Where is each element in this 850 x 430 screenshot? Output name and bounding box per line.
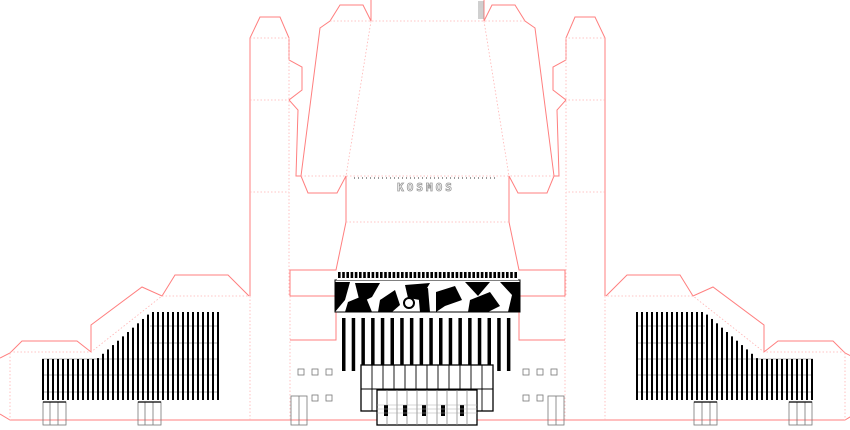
film-hole xyxy=(468,272,471,278)
fin xyxy=(400,318,404,371)
film-hole xyxy=(413,272,417,278)
film-hole xyxy=(497,272,501,278)
fin xyxy=(487,318,491,371)
film-hole xyxy=(443,272,446,278)
film-hole xyxy=(392,272,396,278)
fin xyxy=(342,318,346,371)
film-strip xyxy=(337,271,518,280)
film-hole xyxy=(451,272,454,278)
fin xyxy=(497,318,501,371)
fin xyxy=(439,318,443,371)
film-hole xyxy=(384,272,387,278)
film-hole xyxy=(350,272,354,278)
film-hole xyxy=(455,272,459,278)
film-hole xyxy=(338,272,341,278)
film-hole xyxy=(363,272,366,278)
film-hole xyxy=(464,272,467,278)
fin xyxy=(371,318,375,371)
film-hole xyxy=(510,272,513,278)
entrance-fins xyxy=(342,318,511,371)
film-hole xyxy=(409,272,412,278)
fin xyxy=(448,318,453,371)
fin xyxy=(458,318,462,371)
film-hole xyxy=(342,272,345,278)
fin xyxy=(380,318,385,371)
film-hole xyxy=(472,272,475,278)
fin xyxy=(390,318,394,371)
fin xyxy=(477,318,482,371)
film-hole xyxy=(447,272,450,278)
film-hole xyxy=(401,272,404,278)
film-hole xyxy=(388,272,391,278)
film-hole xyxy=(485,272,488,278)
mural xyxy=(334,271,521,313)
door-handle xyxy=(460,405,464,416)
film-hole xyxy=(417,272,421,278)
film-hole xyxy=(493,272,496,278)
film-hole xyxy=(434,272,438,278)
film-hole xyxy=(396,272,400,278)
film-hole xyxy=(371,272,375,278)
film-hole xyxy=(514,272,517,278)
fin xyxy=(351,318,356,371)
entrance-canopy xyxy=(360,364,494,426)
film-hole xyxy=(375,272,379,278)
fin xyxy=(419,318,424,371)
glue-tab-marks xyxy=(478,1,484,19)
film-hole xyxy=(489,272,492,278)
film-hole xyxy=(438,272,442,278)
film-hole xyxy=(359,272,362,278)
door-handle xyxy=(403,405,407,416)
door-handle xyxy=(441,405,445,416)
film-hole xyxy=(480,272,484,278)
film-hole xyxy=(501,272,505,278)
film-hole xyxy=(459,272,463,278)
film-hole xyxy=(506,272,509,278)
fin xyxy=(361,318,365,371)
film-hole xyxy=(430,272,433,278)
film-hole xyxy=(367,272,370,278)
fin xyxy=(429,318,433,371)
door-handle xyxy=(384,405,388,416)
kosmos-sign: KOSMOS xyxy=(397,181,455,194)
film-hole xyxy=(354,272,358,278)
fin xyxy=(468,318,472,371)
film-hole xyxy=(422,272,425,278)
film-hole xyxy=(405,272,408,278)
door-handle xyxy=(422,405,426,416)
fin xyxy=(506,318,511,371)
film-hole xyxy=(380,272,383,278)
fin xyxy=(409,318,414,371)
film-hole xyxy=(426,272,429,278)
film-hole xyxy=(476,272,480,278)
film-hole xyxy=(346,272,349,278)
